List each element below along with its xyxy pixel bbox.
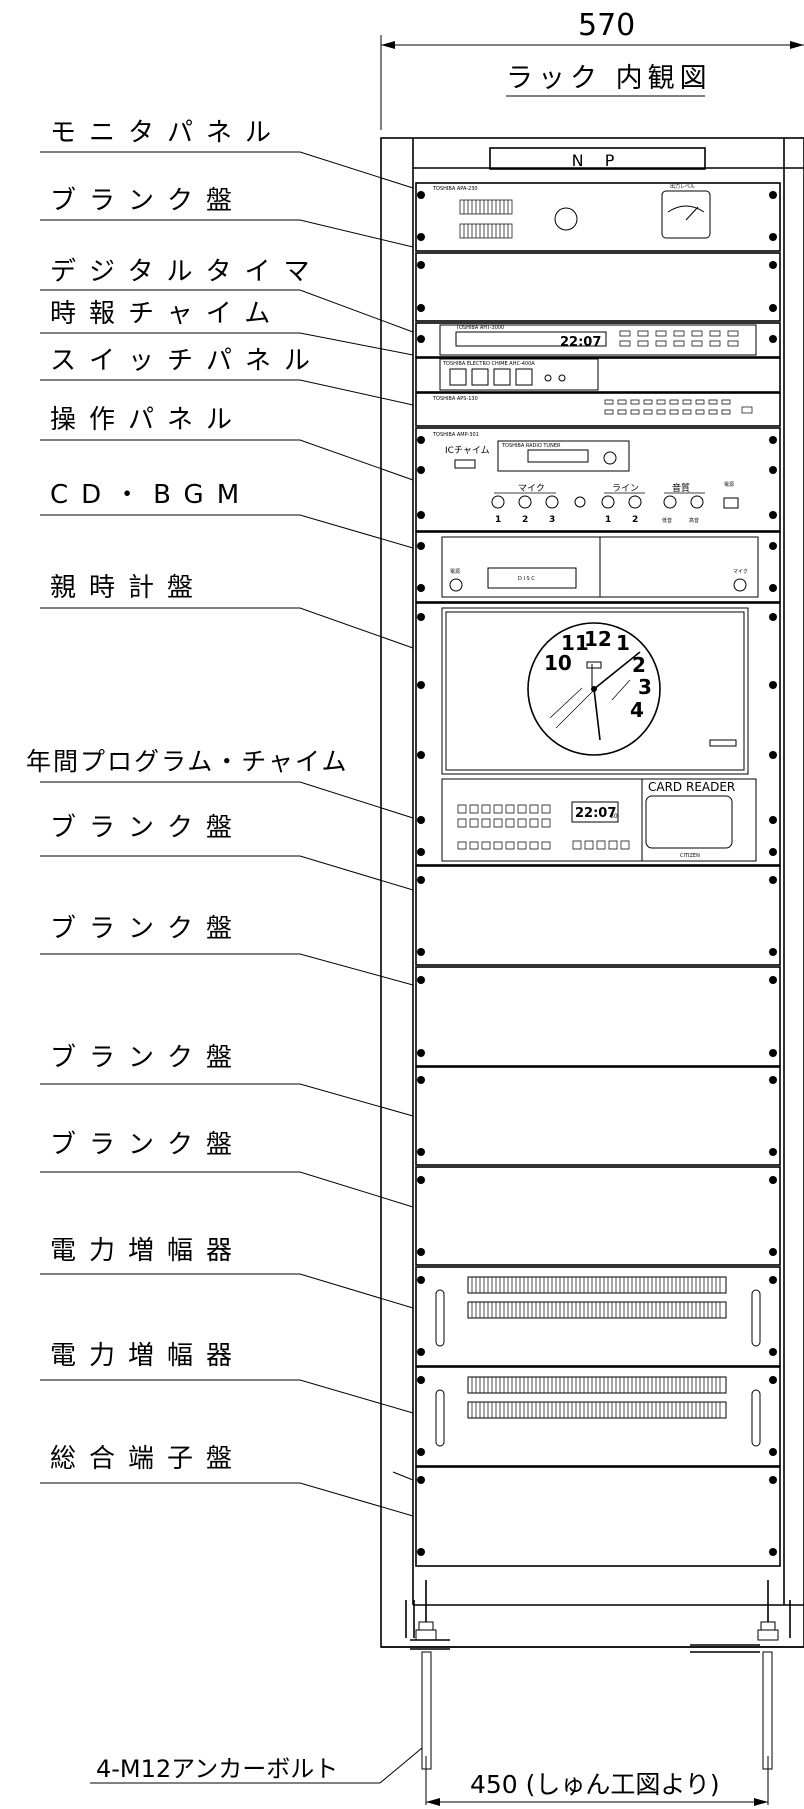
drawing-title-text: ラック 内観図 [506,63,712,94]
power-amplifier-1 [435,1276,761,1347]
operation-panel: TOSHIBA AMP-301 TOSHIBA RADIO TUNER ICチャ… [432,432,739,525]
label-list: モニタパネル ブランク盤 デジタルタイマ 時報チャイム スイッチパネル 操作パネ… [26,118,349,1474]
amp2-handle-left[interactable] [435,1389,445,1447]
cd-mic-jack[interactable] [733,578,747,592]
ops-brand: TOSHIBA AMP-301 [432,432,479,438]
rack-base [381,1600,804,1653]
label-cd-bgm: CD・BGM [50,480,252,510]
master-clock: 12 1 2 3 4 10 11 [441,607,749,775]
rack-units [415,182,781,1567]
amp1-handle-right[interactable] [751,1289,761,1347]
width-dimension-text: 570 [578,8,635,43]
drawing-title: ラック 内観図 [506,63,712,97]
leader-lines [40,151,414,1517]
tone-high: 高音 [689,517,699,524]
line-label: ライン [612,483,639,494]
mic-number-2: 2 [522,515,528,525]
depth-dimension: 450 (しゅん工図より) [425,1756,769,1806]
cd-disc-label: D I S C [518,576,535,582]
bolt-callout: 4-M12アンカーボルト [90,1747,423,1784]
monitor-panel: TOSHIBA APA-230 出力レベル [432,183,711,239]
mic-knobs[interactable] [491,495,559,509]
label-blank-3: ブランク盤 [50,914,245,944]
bolt-label: 4-M12アンカーボルト [96,1755,338,1783]
clock-4: 4 [630,698,644,722]
label-annual-program-chime: 年間プログラム・チャイム [26,747,349,776]
program-button-grid[interactable] [457,804,551,850]
power-label: 電源 [724,481,734,488]
label-time-chime: 時報チャイム [50,299,283,329]
label-blank-4: ブランク盤 [50,1043,245,1073]
tone-label: 音質 [672,482,690,494]
master-knob[interactable] [574,496,586,508]
label-blank-2: ブランク盤 [50,813,245,843]
label-switch-panel: スイッチパネル [50,346,323,376]
timer-display: 22:07 [560,335,601,350]
tuner-brand: TOSHIBA RADIO TUNER [501,443,561,449]
ic-chime-label: ICチャイム [445,445,490,456]
label-digital-timer: デジタルタイマ [50,257,322,287]
cd-bgm-unit: D I S C 電源 マイク [441,536,759,598]
monitor-brand: TOSHIBA APA-230 [432,186,478,192]
depth-dimension-text: 450 (しゅん工図より) [470,1770,720,1799]
label-operation-panel: 操作パネル [50,405,245,435]
card-reader-label: CARD READER [648,780,735,794]
amp1-handle-left[interactable] [435,1289,445,1347]
mic-number-1: 1 [495,515,501,525]
label-terminal-panel: 総合端子盤 [50,1444,245,1474]
monitor-speaker-grille [459,199,513,239]
clock-12: 12 [584,627,612,651]
line-knobs[interactable] [601,495,642,509]
time-chime: TOSHIBA ELECTRO CHIME AHC-400A [439,358,599,391]
program-keys[interactable] [572,840,630,850]
clock-10: 10 [544,651,572,675]
label-monitor-panel: モニタパネル [50,118,284,148]
cd-power-label: 電源 [450,568,460,575]
meter-label: 出力レベル [670,183,695,190]
digital-timer: TOSHIBA AHT-3000 22:07 [439,324,757,356]
amp2-handle-right[interactable] [751,1389,761,1447]
mic-number-3: 3 [549,515,555,525]
label-power-amp-2: 電力増幅器 [50,1341,245,1371]
output-level-meter: 出力レベル [661,183,711,239]
nameplate: N P [489,147,706,170]
rack-screws [417,191,777,1556]
card-slot[interactable] [645,795,733,849]
power-switch[interactable] [723,497,739,509]
clock-face [527,622,661,756]
clock-1: 1 [616,631,630,655]
label-power-amp-1: 電力増幅器 [50,1236,245,1266]
cd-power-button[interactable] [449,578,463,592]
switch-panel: TOSHIBA APS-130 [432,396,753,415]
switch-panel-switches[interactable] [604,399,731,415]
monitor-volume-knob[interactable] [554,207,578,231]
power-amplifier-2 [435,1376,761,1447]
anchor-bolt-left [415,1580,437,1770]
label-master-clock: 親時計盤 [50,573,206,603]
switch-brand: TOSHIBA APS-130 [432,396,478,402]
mic-label: マイク [518,483,545,494]
tone-knobs[interactable] [663,495,704,509]
label-blank-5: ブランク盤 [50,1130,245,1160]
annual-program-chime: 22:07 30 CARD READER CITIZEN [441,778,757,862]
clock-2: 2 [632,653,646,677]
chime-brand: TOSHIBA ELECTRO CHIME AHC-400A [442,361,535,367]
label-blank-1: ブランク盤 [50,186,245,216]
tone-low: 低音 [662,517,672,524]
timer-brand: TOSHIBA AHT-3000 [455,325,504,331]
cd-mic-label: マイク [733,569,748,575]
program-display: 22:07 [575,806,616,821]
program-display-sec: 30 [610,813,618,820]
line-number-2: 2 [632,515,638,525]
line-number-1: 1 [605,515,611,525]
clock-11: 11 [561,631,589,655]
nameplate-text: N P [572,151,623,170]
card-brand: CITIZEN [680,853,700,859]
clock-3: 3 [638,675,652,699]
timer-keys[interactable] [619,330,739,347]
anchor-bolt-right [757,1580,779,1770]
width-dimension: 570 [380,8,804,130]
